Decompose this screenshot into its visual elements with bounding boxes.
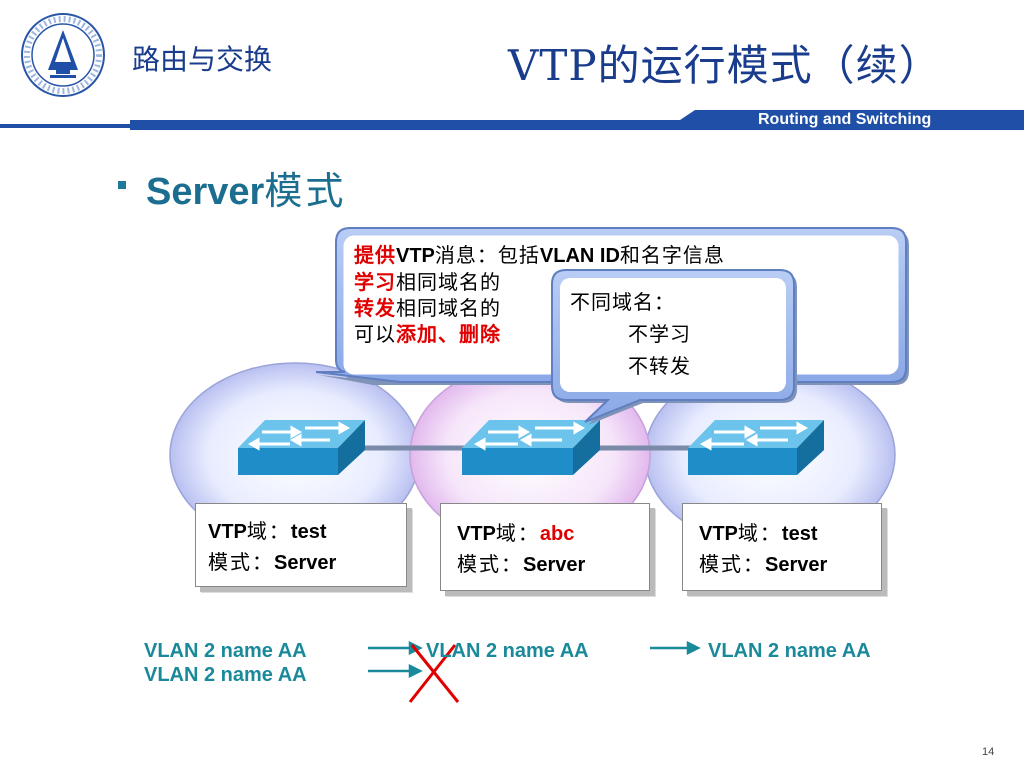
bullet-marker — [118, 181, 126, 189]
mode-value: Server — [523, 554, 586, 576]
mode-line: 模式：Server — [683, 549, 881, 580]
mode-label: 模式： — [699, 552, 765, 576]
callout-line-learn: 学习相同域名的 — [354, 269, 725, 295]
domain-value: test — [781, 523, 818, 545]
emphasis-learn: 学习 — [354, 270, 396, 294]
vlan-label-left-1: VLAN 2 name AA — [144, 640, 307, 662]
university-logo — [21, 13, 105, 97]
header-band — [0, 110, 1024, 130]
switch-info-box-right: VTP域：test 模式：Server — [682, 503, 882, 591]
switch-icon — [238, 420, 365, 475]
domain-label: VTP — [699, 523, 738, 545]
mode-label: 模式： — [457, 552, 523, 576]
domain-callout-shape — [551, 269, 797, 425]
arrow-right-icon — [650, 640, 701, 656]
callout-text: 和名字信息 — [619, 243, 725, 267]
callout-line-forward: 转发相同域名的 — [354, 295, 725, 321]
switch-info-box-left: VTP域：test 模式：Server — [195, 503, 407, 587]
domain-callout-no-learn: 不学习 — [628, 322, 691, 346]
domain-callout-no-forward: 不转发 — [628, 354, 691, 378]
mode-line: 模式：Server — [441, 549, 649, 580]
arrow-right-icon — [368, 663, 423, 679]
switch-icon — [688, 420, 824, 475]
header-band-text: Routing and Switching — [758, 111, 932, 128]
page-number: 14 — [982, 746, 995, 758]
domain-callout-text: 不同域名： 不学习 不转发 — [570, 286, 691, 382]
emphasis-add-delete: 添加、删除 — [396, 322, 501, 346]
domain-value: test — [290, 521, 327, 543]
vlan-label-left-2: VLAN 2 name AA — [144, 664, 307, 686]
cross-mark-icon — [408, 644, 460, 703]
domain-line: VTP域：test — [683, 504, 881, 549]
switch-info-box-middle: VTP域：abc 模式：Server — [440, 503, 650, 591]
domain-line: VTP域：test — [196, 504, 406, 547]
heading-latin: Server — [146, 171, 265, 213]
slide-title: VTP的运行模式（续） — [508, 41, 942, 90]
callout-text: 可以 — [354, 322, 396, 346]
domain-suffix: 域： — [246, 519, 291, 543]
arrow-right-icon — [368, 640, 423, 656]
domain-callout-title: 不同域名： — [570, 290, 675, 314]
section-heading: Server模式 — [146, 160, 346, 215]
callout-vtp: VTP — [396, 245, 435, 267]
domain-suffix: 域： — [737, 521, 782, 545]
emphasis-provide: 提供 — [354, 243, 396, 267]
callout-line-provide: 提供VTP消息：包括VLAN ID和名字信息 — [354, 242, 725, 269]
heading-chinese: 模式 — [264, 169, 347, 213]
mode-value: Server — [274, 552, 337, 574]
domain-value: abc — [539, 523, 575, 545]
emphasis-forward: 转发 — [354, 296, 396, 320]
vlan-label-right: VLAN 2 name AA — [708, 640, 871, 662]
callout-text: 消息：包括 — [434, 243, 540, 267]
domain-suffix: 域： — [495, 521, 540, 545]
domain-label: VTP — [457, 523, 496, 545]
domain-line: VTP域：abc — [441, 504, 649, 549]
mode-line: 模式：Server — [196, 547, 406, 578]
server-callout-text: 提供VTP消息：包括VLAN ID和名字信息 学习相同域名的 转发相同域名的 可… — [354, 242, 725, 347]
mode-value: Server — [765, 554, 828, 576]
callout-text: 相同域名的 — [396, 270, 501, 294]
domain-label: VTP — [208, 521, 247, 543]
mode-label: 模式： — [208, 550, 274, 574]
course-title: 路由与交换 — [132, 43, 273, 76]
vlan-label-middle: VLAN 2 name AA — [426, 640, 589, 662]
callout-line-edit: 可以添加、删除 — [354, 321, 725, 347]
callout-vlan-id: VLAN ID — [539, 245, 620, 267]
callout-text: 相同域名的 — [396, 296, 501, 320]
switch-icon — [462, 420, 600, 475]
